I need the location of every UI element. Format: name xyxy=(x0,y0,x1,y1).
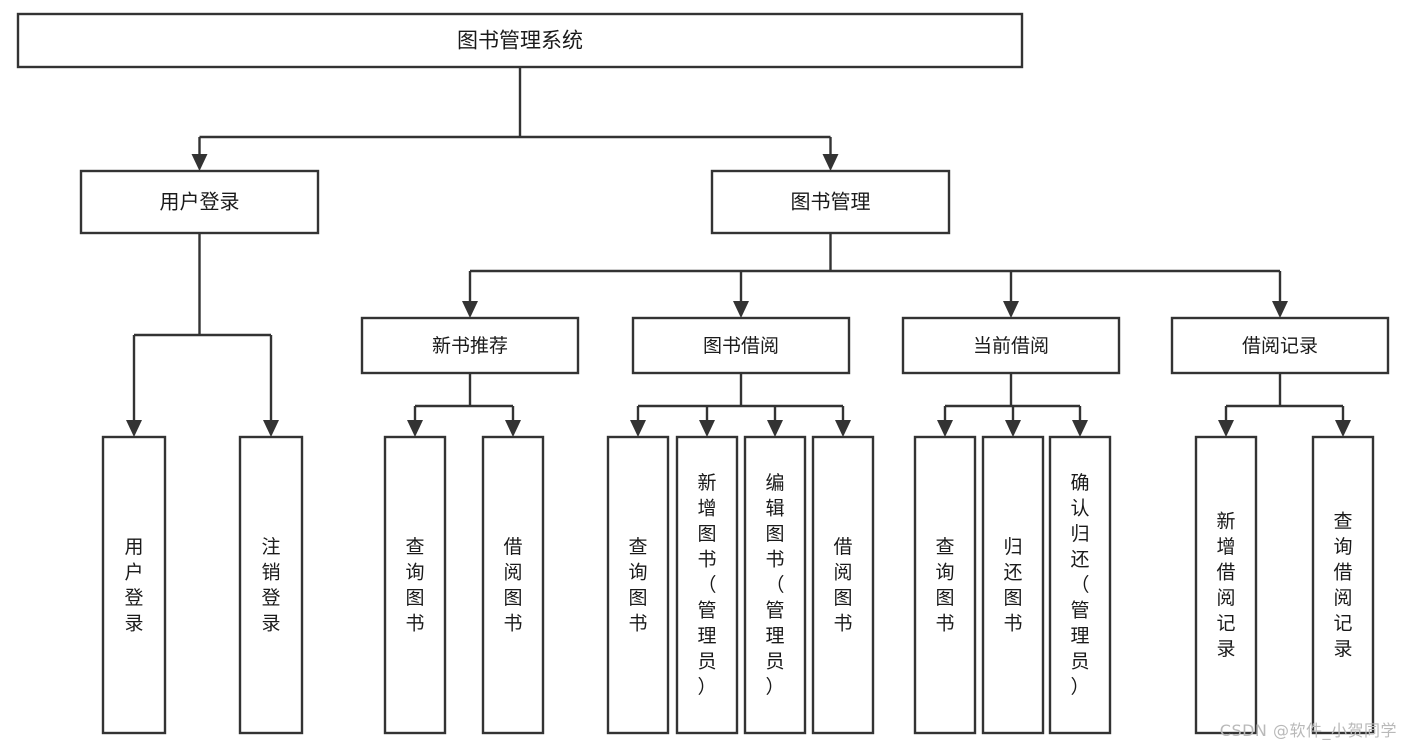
node-leaf-return-book[interactable]: 归还图书 xyxy=(981,435,1045,735)
edge-group-book-manage xyxy=(462,233,1288,318)
node-box[interactable] xyxy=(710,169,951,235)
edge-group-borrow-record xyxy=(1218,373,1351,437)
arrow-head-icon xyxy=(407,420,423,437)
node-box[interactable] xyxy=(383,435,447,735)
node-leaf-query-record[interactable]: 查询借阅记录 xyxy=(1311,435,1375,735)
arrow-head-icon xyxy=(1218,420,1234,437)
node-leaf-edit-book[interactable]: 编辑图书（管理员） xyxy=(743,435,807,735)
node-leaf-user-login[interactable]: 用户登录 xyxy=(101,435,167,735)
node-box[interactable] xyxy=(913,435,977,735)
node-box[interactable] xyxy=(481,435,545,735)
node-leaf-confirm-return[interactable]: 确认归还（管理员） xyxy=(1048,435,1112,735)
arrow-head-icon xyxy=(822,154,839,171)
node-label: 查询图书 xyxy=(628,535,647,634)
node-box[interactable] xyxy=(981,435,1045,735)
node-leaf-query-book-2[interactable]: 查询图书 xyxy=(606,435,670,735)
node-label: 当前借阅 xyxy=(973,335,1049,357)
node-box[interactable] xyxy=(631,316,851,375)
arrow-head-icon xyxy=(1272,301,1288,318)
node-box[interactable] xyxy=(901,316,1121,375)
node-leaf-borrow-book-2[interactable]: 借阅图书 xyxy=(811,435,875,735)
node-box[interactable] xyxy=(360,316,580,375)
arrow-head-icon xyxy=(1005,420,1021,437)
node-label: 图书借阅 xyxy=(703,335,779,357)
node-box[interactable] xyxy=(675,435,739,735)
arrow-head-icon xyxy=(1003,301,1019,318)
node-layer: 图书管理系统用户登录图书管理新书推荐图书借阅当前借阅借阅记录用户登录注销登录查询… xyxy=(16,12,1390,735)
arrow-head-icon xyxy=(630,420,646,437)
arrow-head-icon xyxy=(733,301,749,318)
arrow-head-icon xyxy=(699,420,715,437)
arrow-head-icon xyxy=(191,154,208,171)
node-label: 借阅记录 xyxy=(1242,335,1318,357)
node-box[interactable] xyxy=(101,435,167,735)
node-box[interactable] xyxy=(79,169,320,235)
node-label: 查询图书 xyxy=(935,535,954,634)
arrow-head-icon xyxy=(263,420,279,437)
node-label: 用户登录 xyxy=(160,190,240,214)
node-label: 图书管理 xyxy=(791,190,871,214)
node-label: 新增图书（管理员） xyxy=(697,472,716,698)
arrow-head-icon xyxy=(126,420,142,437)
node-label: 新书推荐 xyxy=(432,335,508,357)
node-label: 新增借阅记录 xyxy=(1216,510,1235,660)
node-box[interactable] xyxy=(1311,435,1375,735)
node-label: 编辑图书（管理员） xyxy=(765,472,784,698)
arrow-head-icon xyxy=(462,301,478,318)
arrow-head-icon xyxy=(1335,420,1351,437)
node-label: 用户登录 xyxy=(124,535,143,634)
connector-layer xyxy=(126,67,1351,437)
node-box[interactable] xyxy=(238,435,304,735)
node-leaf-add-record[interactable]: 新增借阅记录 xyxy=(1194,435,1258,735)
node-book-manage[interactable]: 图书管理 xyxy=(710,169,951,235)
node-box[interactable] xyxy=(811,435,875,735)
arrow-head-icon xyxy=(937,420,953,437)
node-label: 注销登录 xyxy=(261,535,280,634)
arrow-head-icon xyxy=(767,420,783,437)
node-root[interactable]: 图书管理系统 xyxy=(16,12,1024,69)
node-label: 查询借阅记录 xyxy=(1333,510,1352,660)
node-borrow-record[interactable]: 借阅记录 xyxy=(1170,316,1390,375)
node-label: 查询图书 xyxy=(405,535,424,634)
node-leaf-query-book-1[interactable]: 查询图书 xyxy=(383,435,447,735)
edge-group-new-book-rec xyxy=(407,373,521,437)
edge-group-user-login xyxy=(126,233,279,437)
node-box[interactable] xyxy=(16,12,1024,69)
arrow-head-icon xyxy=(1072,420,1088,437)
node-label: 借阅图书 xyxy=(503,535,522,634)
node-box[interactable] xyxy=(1048,435,1112,735)
edge-group-book-borrow xyxy=(630,373,851,437)
node-leaf-add-book[interactable]: 新增图书（管理员） xyxy=(675,435,739,735)
edge-group-root xyxy=(191,67,839,171)
node-box[interactable] xyxy=(1170,316,1390,375)
node-current-borrow[interactable]: 当前借阅 xyxy=(901,316,1121,375)
node-user-login[interactable]: 用户登录 xyxy=(79,169,320,235)
edge-group-current-borrow xyxy=(937,373,1088,437)
node-label: 图书管理系统 xyxy=(457,29,583,53)
node-leaf-borrow-book-1[interactable]: 借阅图书 xyxy=(481,435,545,735)
watermark-text: CSDN @软件_小贺同学 xyxy=(1219,721,1397,740)
arrow-head-icon xyxy=(835,420,851,437)
node-leaf-logout[interactable]: 注销登录 xyxy=(238,435,304,735)
node-label: 归还图书 xyxy=(1003,535,1022,634)
node-box[interactable] xyxy=(743,435,807,735)
arrow-head-icon xyxy=(505,420,521,437)
node-label: 借阅图书 xyxy=(833,535,852,634)
node-box[interactable] xyxy=(1194,435,1258,735)
node-label: 确认归还（管理员） xyxy=(1070,472,1089,698)
node-new-book-rec[interactable]: 新书推荐 xyxy=(360,316,580,375)
node-box[interactable] xyxy=(606,435,670,735)
node-book-borrow[interactable]: 图书借阅 xyxy=(631,316,851,375)
node-leaf-query-book-3[interactable]: 查询图书 xyxy=(913,435,977,735)
